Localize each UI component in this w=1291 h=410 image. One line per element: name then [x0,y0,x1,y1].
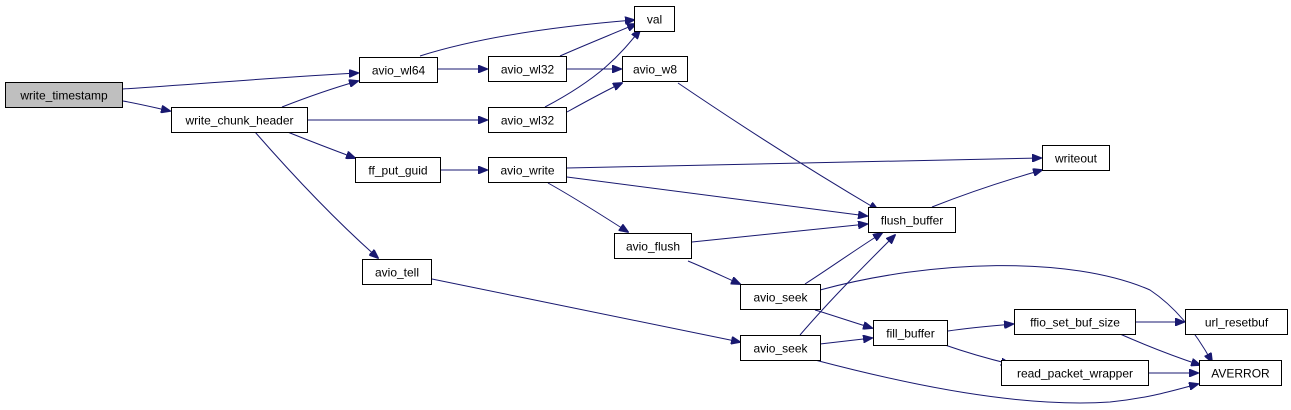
node-ff-put-guid[interactable]: ff_put_guid [355,157,441,183]
svg-text:write_timestamp: write_timestamp [19,89,108,103]
svg-text:val: val [647,13,662,27]
edge-avio-seek-b-to-fill-buffer [819,338,872,345]
svg-text:avio_write: avio_write [500,164,554,178]
svg-text:avio_seek: avio_seek [753,291,808,305]
edge-avio-write-to-flush-buffer [566,176,867,216]
svg-text:ffio_set_buf_size: ffio_set_buf_size [1030,316,1120,330]
node-flush-buffer[interactable]: flush_buffer [868,207,956,233]
node-writeout[interactable]: writeout [1042,145,1110,171]
svg-text:avio_seek: avio_seek [753,342,808,356]
svg-text:url_resetbuf: url_resetbuf [1205,316,1269,330]
edge-write-timestamp-to-write-chunk-header [122,100,170,111]
edge-avio-flush-to-avio-seek-a [687,260,740,284]
edge-avio-write-to-avio-flush [547,182,628,232]
node-avio-wl32-a[interactable]: avio_wl32 [488,56,567,82]
node-read-packet-wrapper[interactable]: read_packet_wrapper [1001,360,1149,386]
node-averror[interactable]: AVERROR [1199,360,1282,386]
edge-avio-seek-b-to-averror [814,359,1198,404]
edge-avio-wl32-b-to-val [544,30,640,108]
svg-text:ff_put_guid: ff_put_guid [368,164,427,178]
node-write-timestamp[interactable]: write_timestamp [5,82,123,108]
node-ffio-set-buf-size[interactable]: ffio_set_buf_size [1014,309,1136,335]
node-val[interactable]: val [634,6,675,32]
edge-avio-seek-a-to-flush-buffer [804,233,882,285]
edge-write-chunk-header-to-avio-wl64 [281,81,358,108]
node-avio-wl64[interactable]: avio_wl64 [359,57,438,83]
node-avio-seek-a[interactable]: avio_seek [740,284,821,310]
edge-fill-buffer-to-ffio-set-buf-size [947,324,1013,332]
node-avio-wl32-b[interactable]: avio_wl32 [488,107,567,133]
svg-text:read_packet_wrapper: read_packet_wrapper [1017,367,1133,381]
edge-avio-w8-to-flush-buffer [677,82,878,210]
svg-text:avio_wl32: avio_wl32 [501,63,555,77]
edge-avio-wl32-b-to-avio-w8 [566,83,622,113]
node-avio-seek-b[interactable]: avio_seek [740,335,821,361]
node-write-chunk-header[interactable]: write_chunk_header [171,107,308,133]
edge-flush-buffer-to-writeout [931,170,1042,208]
edge-write-chunk-header-to-ff-put-guid [284,130,355,158]
node-avio-flush[interactable]: avio_flush [614,233,692,259]
node-url-resetbuf[interactable]: url_resetbuf [1185,309,1288,335]
svg-text:avio_wl64: avio_wl64 [372,64,426,78]
svg-text:fill_buffer: fill_buffer [886,327,934,341]
edge-avio-flush-to-flush-buffer [691,224,867,243]
node-fill-buffer[interactable]: fill_buffer [873,320,948,346]
edge-write-timestamp-to-avio-wl64 [122,73,358,90]
edge-avio-seek-a-to-fill-buffer [814,309,872,328]
svg-text:write_chunk_header: write_chunk_header [184,114,293,128]
edge-avio-wl32-a-to-val [559,24,636,57]
node-avio-w8[interactable]: avio_w8 [622,56,688,82]
svg-text:avio_w8: avio_w8 [633,63,677,77]
svg-text:avio_tell: avio_tell [375,266,419,280]
node-avio-write[interactable]: avio_write [488,157,567,183]
edge-avio-tell-to-avio-seek-b [431,278,740,342]
svg-text:avio_wl32: avio_wl32 [501,114,555,128]
edge-write-chunk-header-to-avio-tell [254,131,378,258]
edge-fill-buffer-to-read-packet-wrapper [944,344,1010,364]
edge-avio-seek-b-to-flush-buffer [799,235,895,336]
svg-text:flush_buffer: flush_buffer [881,214,944,228]
svg-text:avio_flush: avio_flush [626,240,680,254]
edge-avio-wl64-to-val [419,20,634,57]
edge-avio-write-to-writeout [566,158,1041,169]
svg-text:writeout: writeout [1054,152,1098,166]
node-avio-tell[interactable]: avio_tell [362,259,432,285]
svg-text:AVERROR: AVERROR [1211,367,1270,381]
edge-ffio-set-buf-size-to-averror [1119,333,1200,365]
